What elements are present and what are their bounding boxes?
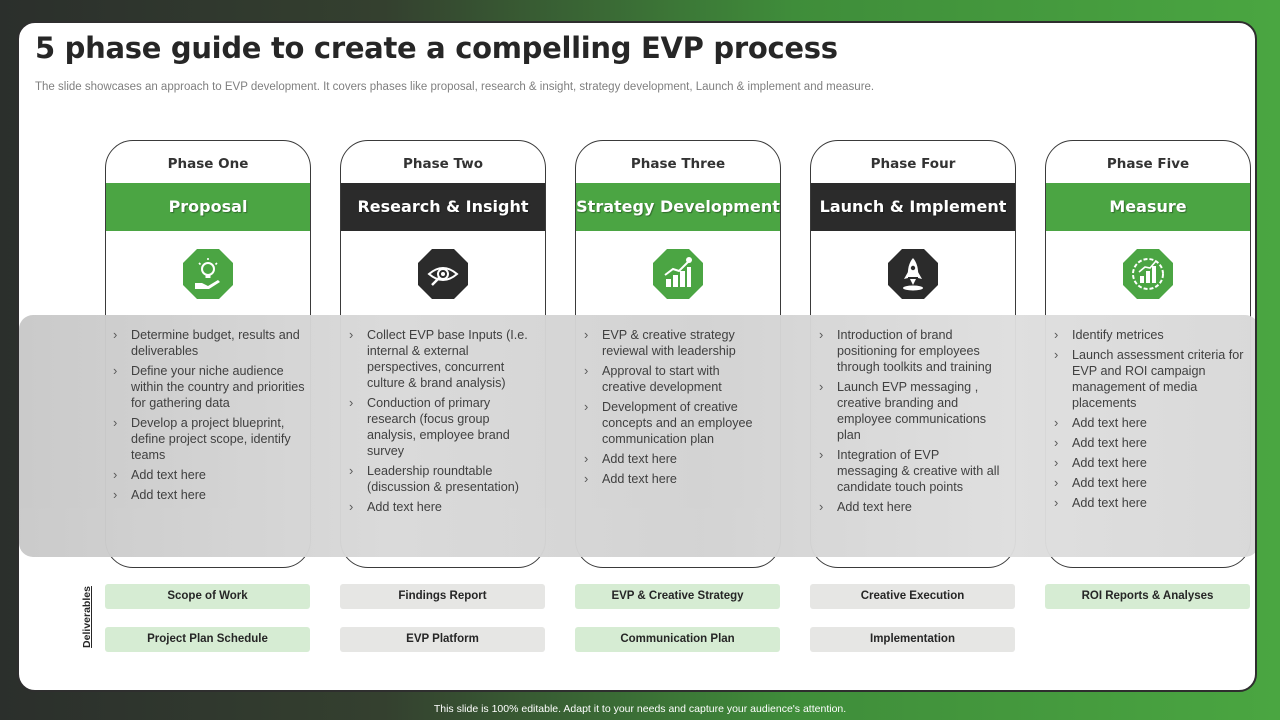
list-item: Add text here — [1052, 435, 1247, 451]
page-title: 5 phase guide to create a compelling EVP… — [35, 31, 838, 65]
deliverable-item: EVP & Creative Strategy — [575, 584, 780, 609]
growth-chart-icon — [652, 248, 704, 300]
phase-1-bullets: Determine budget, results and deliverabl… — [111, 327, 311, 507]
deliverable-item: Findings Report — [340, 584, 545, 609]
list-item: Add text here — [1052, 475, 1247, 491]
list-item: Launch assessment criteria for EVP and R… — [1052, 347, 1247, 411]
list-item: Conduction of primary research (focus gr… — [347, 395, 532, 459]
list-item: Integration of EVP messaging & creative … — [817, 447, 1003, 495]
deliverable-item: Communication Plan — [575, 627, 780, 652]
list-item: Add text here — [1052, 415, 1247, 431]
phase-2-bullets: Collect EVP base Inputs (I.e. internal &… — [347, 327, 532, 519]
phase-3-bullets: EVP & creative strategy reviewal with le… — [582, 327, 762, 491]
phase-title: Launch & Implement — [811, 183, 1015, 231]
phase-label: Phase Two — [403, 156, 483, 172]
list-item: Add text here — [111, 487, 311, 503]
list-item: Add text here — [582, 451, 762, 467]
list-item: Add text here — [347, 499, 532, 515]
phase-5-bullets: Identify metrices Launch assessment crit… — [1052, 327, 1247, 515]
deliverable-item: Scope of Work — [105, 584, 310, 609]
list-item: Add text here — [1052, 495, 1247, 511]
phase-title: Strategy Development — [576, 183, 780, 231]
deliverable-item: Creative Execution — [810, 584, 1015, 609]
phase-label: Phase One — [167, 156, 249, 172]
phase-label: Phase Four — [870, 156, 956, 172]
phase-title: Research & Insight — [341, 183, 545, 231]
phase-4-bullets: Introduction of brand positioning for em… — [817, 327, 1003, 519]
lightbulb-hand-icon — [182, 248, 234, 300]
deliverables-label: Deliverables — [81, 586, 93, 648]
page-subtitle: The slide showcases an approach to EVP d… — [35, 81, 875, 93]
slide: 5 phase guide to create a compelling EVP… — [17, 21, 1257, 692]
list-item: Leadership roundtable (discussion & pres… — [347, 463, 532, 495]
list-item: Add text here — [1052, 455, 1247, 471]
list-item: Define your niche audience within the co… — [111, 363, 311, 411]
list-item: Add text here — [582, 471, 762, 487]
list-item: EVP & creative strategy reviewal with le… — [582, 327, 762, 359]
list-item: Introduction of brand positioning for em… — [817, 327, 1003, 375]
list-item: Development of creative concepts and an … — [582, 399, 762, 447]
phase-title: Measure — [1046, 183, 1250, 231]
list-item: Develop a project blueprint, define proj… — [111, 415, 311, 463]
deliverable-item: EVP Platform — [340, 627, 545, 652]
deliverable-item: Project Plan Schedule — [105, 627, 310, 652]
list-item: Collect EVP base Inputs (I.e. internal &… — [347, 327, 532, 391]
list-item: Add text here — [111, 467, 311, 483]
phase-label: Phase Five — [1106, 156, 1190, 172]
bar-chart-gear-icon — [1122, 248, 1174, 300]
footer-note: This slide is 100% editable. Adapt it to… — [433, 703, 847, 715]
deliverable-item: Implementation — [810, 627, 1015, 652]
list-item: Identify metrices — [1052, 327, 1247, 343]
list-item: Add text here — [817, 499, 1003, 515]
rocket-icon — [887, 248, 939, 300]
list-item: Approval to start with creative developm… — [582, 363, 762, 395]
phase-details-band: Determine budget, results and deliverabl… — [19, 315, 1255, 557]
list-item: Launch EVP messaging , creative branding… — [817, 379, 1003, 443]
phase-title: Proposal — [106, 183, 310, 231]
deliverable-item: ROI Reports & Analyses — [1045, 584, 1250, 609]
eye-magnifier-icon — [417, 248, 469, 300]
phase-label: Phase Three — [630, 156, 726, 172]
list-item: Determine budget, results and deliverabl… — [111, 327, 311, 359]
